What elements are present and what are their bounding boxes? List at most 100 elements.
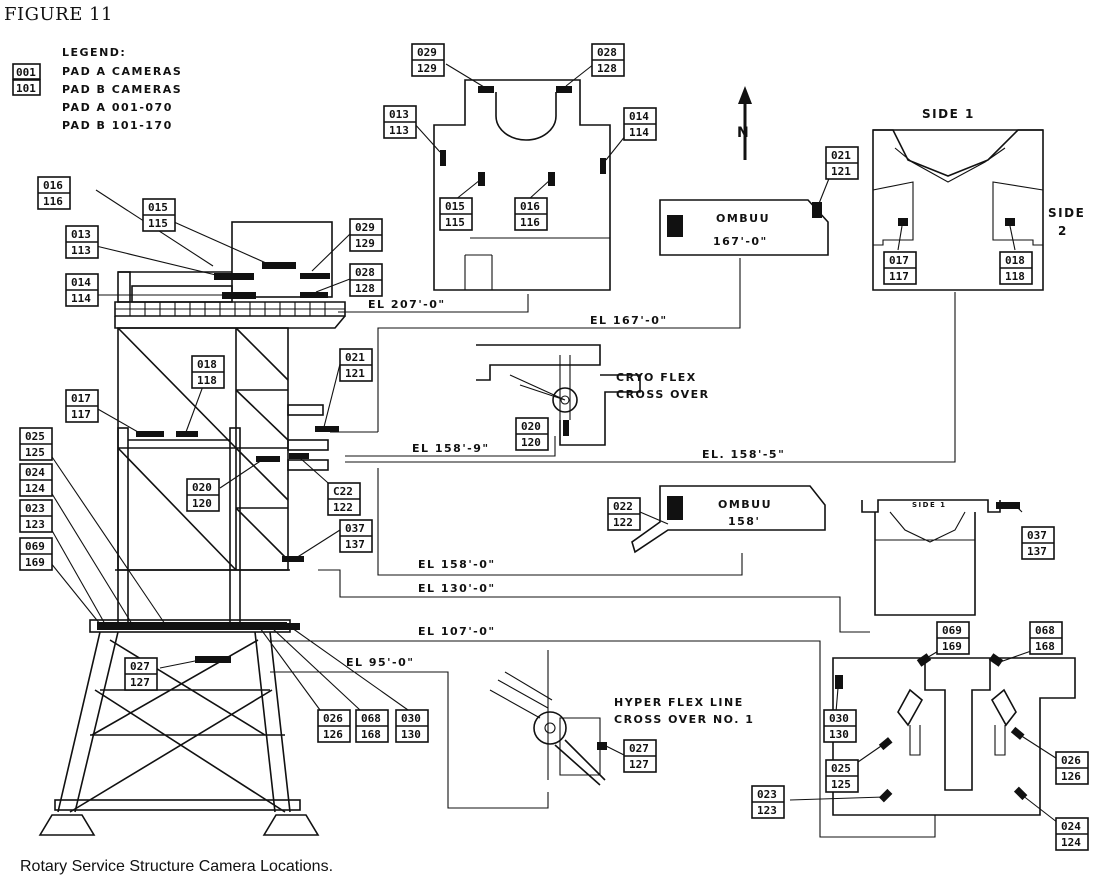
base-level-view (789, 649, 1076, 827)
legend-tag-pad-a: 001 (16, 66, 36, 79)
side-1-small-label: SIDE 1 (912, 501, 947, 509)
top-deck-view (412, 63, 631, 291)
pad-a-camera-number: 022 (613, 500, 633, 513)
pad-b-camera-number: 169 (942, 640, 962, 653)
north-arrow: N (737, 86, 752, 160)
pad-b-camera-number: 122 (613, 516, 633, 529)
pad-b-camera-number: 126 (1061, 770, 1081, 783)
pad-b-camera-number: 168 (361, 728, 381, 741)
pad-b-camera-number: 128 (355, 282, 375, 295)
pad-a-camera-number: 013 (389, 108, 409, 121)
el-95-label: EL 95'-0" (346, 656, 414, 669)
pad-a-camera-number: 020 (192, 481, 212, 494)
figure-caption: Rotary Service Structure Camera Location… (20, 858, 334, 875)
pad-a-camera-number: 015 (445, 200, 465, 213)
pad-b-camera-number: 116 (43, 195, 63, 208)
pad-b-camera-number: 124 (25, 482, 45, 495)
pad-b-camera-number: 113 (389, 124, 409, 137)
figure-title: FIGURE 11 (4, 4, 113, 25)
pad-a-camera-number: 029 (355, 221, 375, 234)
pad-a-camera-number: 013 (71, 228, 91, 241)
hyper-crossover-label: CROSS OVER NO. 1 (614, 713, 754, 726)
pad-a-camera-number: 026 (323, 712, 343, 725)
legend-tag-pad-b: 101 (16, 82, 36, 95)
pad-b-camera-number: 127 (629, 758, 649, 771)
el-207-label: EL 207'-0" (368, 298, 446, 311)
side-1-view: SIDE 1 SIDE 2 (872, 107, 1084, 291)
cryo-flex-crossover-view: CRYO FLEX CROSS OVER (476, 344, 710, 446)
legend-heading: LEGEND: (62, 46, 126, 59)
el-130-label: EL 130'-0" (418, 582, 496, 595)
pad-a-camera-number: 068 (1035, 624, 1055, 637)
el-158-9-label: EL 158'-9" (412, 442, 490, 455)
pad-b-camera-number: 117 (889, 270, 909, 283)
pad-b-camera-number: 125 (831, 778, 851, 791)
tower-leader-lines (45, 189, 409, 711)
pad-b-camera-number: 127 (130, 676, 150, 689)
pad-a-camera-number: 021 (345, 351, 365, 364)
cryo-crossover-label: CROSS OVER (616, 388, 710, 401)
pad-b-camera-number: 137 (1027, 545, 1047, 558)
hyper-flex-crossover-view: HYPER FLEX LINE CROSS OVER NO. 1 (489, 650, 754, 786)
pad-a-camera-number: 030 (401, 712, 421, 725)
elevation-labels: EL 207'-0" EL 167'-0" EL 158'-9" EL. 158… (346, 298, 785, 669)
legend-pad-a-range: PAD A 001-070 (62, 101, 173, 114)
ombuu-158-label: OMBUU (718, 498, 772, 511)
pad-a-camera-number: 027 (629, 742, 649, 755)
pad-b-camera-number: 129 (355, 237, 375, 250)
pad-b-camera-number: 128 (597, 62, 617, 75)
pad-b-camera-number: 123 (757, 804, 777, 817)
north-label: N (737, 125, 750, 141)
pad-b-camera-number: 116 (520, 216, 540, 229)
el-158-5-label: EL. 158'-5" (702, 448, 785, 461)
ombuu-167-view: OMBUU 167'-0" (659, 175, 831, 256)
rotary-service-structure (38, 221, 346, 836)
pad-a-camera-number: 024 (1061, 820, 1081, 833)
pad-a-camera-number: 069 (942, 624, 962, 637)
pad-b-camera-number: 126 (323, 728, 343, 741)
side-1-label: SIDE 1 (922, 107, 975, 121)
pad-a-camera-number: 025 (831, 762, 851, 775)
pad-a-camera-number: 037 (1027, 529, 1047, 542)
hyper-flex-label: HYPER FLEX LINE (614, 696, 744, 709)
legend-tag-101: 101 (12, 79, 41, 96)
pad-a-camera-number: 029 (417, 46, 437, 59)
pad-a-camera-number: 068 (361, 712, 381, 725)
legend-pad-b-cameras: PAD B CAMERAS (62, 83, 182, 96)
pad-a-camera-number: 016 (520, 200, 540, 213)
pad-b-camera-number: 125 (25, 446, 45, 459)
elevation-lines (270, 258, 956, 838)
pad-b-camera-number: 115 (148, 217, 168, 230)
tower-camera-markers (97, 262, 339, 663)
pad-b-camera-number: 113 (71, 244, 91, 257)
pad-a-camera-number: 024 (25, 466, 45, 479)
pad-b-camera-number: 130 (829, 728, 849, 741)
cryo-flex-label: CRYO FLEX (616, 371, 697, 384)
ombuu-158-view: OMBUU 158' (631, 485, 826, 554)
